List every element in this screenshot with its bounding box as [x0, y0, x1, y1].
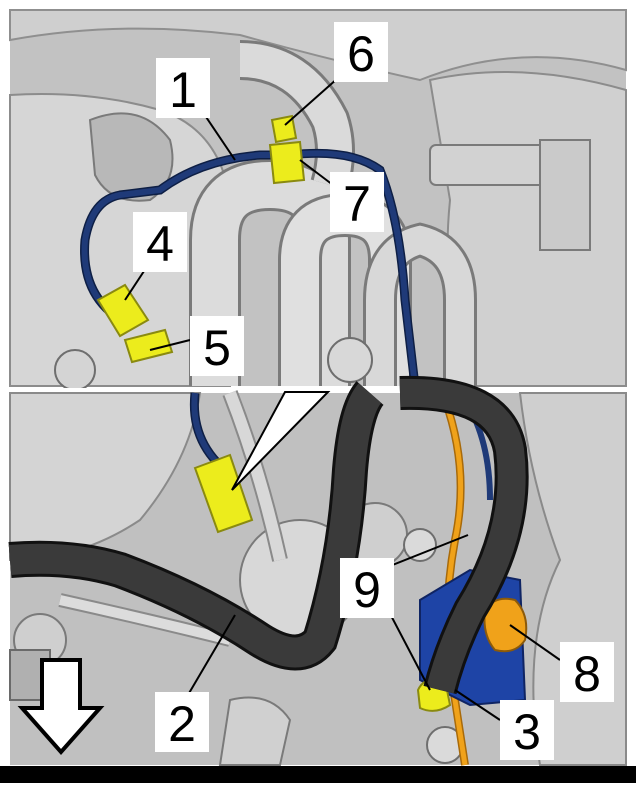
fitting-5: [123, 328, 174, 364]
leader-3: [454, 689, 501, 721]
fitting-4: [96, 283, 150, 338]
tube-gray-2-fill: [224, 390, 286, 562]
callout-4: 4: [133, 212, 187, 272]
down-arrow-icon: [17, 658, 105, 756]
leader-7: [299, 159, 334, 186]
bolt-mid: [403, 528, 437, 562]
callout-5-text: 5: [203, 320, 231, 376]
bolt-lower-left: [54, 349, 96, 391]
fitting-7: [268, 140, 306, 185]
hose-loop: [399, 378, 526, 694]
bolt-center: [327, 337, 373, 383]
top-panel: [9, 9, 627, 391]
callout-labels: 1 6 7 4 5 2 9 8 3: [133, 22, 614, 760]
callout-5: 5: [190, 316, 244, 376]
callout-3: 3: [500, 700, 554, 760]
fitting-6: [270, 114, 298, 144]
detail-callout-wedge: [231, 391, 331, 491]
callout-8-text: 8: [573, 646, 601, 702]
tube-gray-1-fill: [58, 595, 232, 645]
callout-6: 6: [334, 22, 388, 82]
pipe-4: [239, 43, 352, 190]
callout-2: 2: [155, 692, 209, 752]
clamp-lower: [218, 696, 292, 766]
callout-6-text: 6: [347, 26, 375, 82]
bracket-right: [539, 139, 591, 251]
leader-6: [284, 77, 339, 126]
leader-lines: [124, 77, 561, 721]
callout-9-text: 9: [353, 562, 381, 618]
callout-8: 8: [560, 642, 614, 702]
callout-1: 1: [156, 58, 210, 118]
callout-2-text: 2: [168, 696, 196, 752]
fitting-lower: [193, 453, 254, 534]
clip-8: [483, 597, 528, 653]
leader-2: [184, 614, 236, 701]
pipe-3: [366, 225, 474, 386]
hose-2: [8, 383, 382, 668]
leader-8: [509, 624, 561, 661]
callout-1-text: 1: [169, 62, 197, 118]
callout-9: 9: [340, 558, 394, 618]
blue-line-top: [81, 150, 418, 387]
sensor-body: [429, 144, 551, 186]
callout-3-text: 3: [513, 704, 541, 760]
leader-9b: [379, 534, 469, 571]
bottom-border: [0, 766, 636, 783]
callout-7: 7: [330, 172, 384, 232]
callout-7-text: 7: [343, 176, 371, 232]
callout-4-text: 4: [146, 216, 174, 272]
leader-5: [149, 339, 191, 351]
engine-cover-top: [9, 9, 627, 82]
